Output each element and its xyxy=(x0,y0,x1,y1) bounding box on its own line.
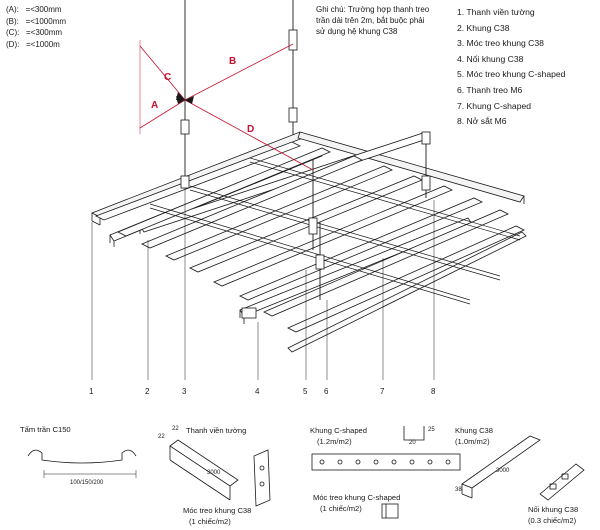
callout-number-2: 2 xyxy=(145,387,150,396)
callout-number-7: 7 xyxy=(380,387,385,396)
wall-angle-detail xyxy=(169,439,239,501)
dimension-spec-a: (A): =<300mm xyxy=(6,5,62,14)
c-shaped-detail xyxy=(311,426,461,471)
dimension-spec-d: (D): =<1000m xyxy=(6,39,60,49)
legend-item: 3. Móc treo khung C38 xyxy=(457,38,544,49)
component-dim-wall-angle-2: 22 xyxy=(172,426,179,432)
parts-legend: 1. Thanh viền tường 2. Khung C38 3. Móc … xyxy=(457,5,565,130)
component-title-c-shaped-hanger: Móc treo khung C-shaped xyxy=(313,493,401,502)
dimension-spec-b: (B): =<1000mm xyxy=(6,16,67,26)
legend-item: 4. Nối khung C38 xyxy=(457,53,524,64)
dimension-spec-list: (A): =<300mm (B): =<1000mm (C): =<300mm … xyxy=(6,4,66,50)
component-dim-c-shaped-1: 20 xyxy=(409,440,416,446)
component-title-c38: Khung C38 xyxy=(455,426,493,435)
legend-item: 6. Thanh treo M6 xyxy=(457,84,523,95)
legend-item: 7. Khung C-shaped xyxy=(457,100,532,111)
callout-number-4: 4 xyxy=(255,387,260,396)
installation-note: Ghi chú: Trường hợp thanh treo trần dài … xyxy=(316,5,430,36)
dimension-letter-b: B xyxy=(229,56,237,67)
c38-detail xyxy=(461,435,541,499)
component-dim-c-shaped-2: 25 xyxy=(428,427,435,433)
ceiling-strips xyxy=(95,141,527,353)
callout-number-1: 1 xyxy=(89,387,94,396)
c-shaped-hanger-detail xyxy=(381,503,399,519)
component-qty-c38: (1.0m/m2) xyxy=(455,437,490,446)
component-title-wall-angle: Thanh viền tường xyxy=(186,426,247,435)
callout-number-3: 3 xyxy=(182,387,187,396)
dimension-arrows xyxy=(176,92,194,104)
component-dim-c38: 38 xyxy=(455,487,462,493)
legend-item: 1. Thanh viền tường xyxy=(457,7,535,17)
dimension-letter-a: A xyxy=(151,100,159,111)
component-qty-c38-hanger: (1 chiếc/m2) xyxy=(189,517,231,526)
c38-joint-detail xyxy=(539,463,585,501)
c-shaped-carriers xyxy=(149,157,521,305)
dimension-letter-d: D xyxy=(247,124,255,135)
component-title-c-shaped: Khung C-shaped xyxy=(310,426,367,435)
legend-item: 8. Nở sắt M6 xyxy=(457,116,507,127)
c150-profile xyxy=(27,449,137,464)
legend-item: 2. Khung C38 xyxy=(457,22,510,33)
component-size-c150: 100/150/200 xyxy=(70,480,104,486)
wall-angle-right xyxy=(297,131,525,203)
component-qty-c-shaped: (1.2m/m2) xyxy=(317,437,352,446)
component-title-c150: Tấm trần C150 xyxy=(20,425,71,434)
callout-number-5: 5 xyxy=(303,387,308,396)
callout-leaders xyxy=(91,188,435,380)
component-dim-wall-angle-1: 22 xyxy=(158,434,165,440)
dimension-letter-c: C xyxy=(164,72,172,83)
c38-hanger-detail xyxy=(253,449,271,507)
component-qty-c-shaped-hanger: (1 chiếc/m2) xyxy=(320,504,362,513)
dimension-spec-c: (C): =<300mm xyxy=(6,28,63,38)
component-length-c38: 3000 xyxy=(496,468,510,474)
hanger-clips xyxy=(180,29,431,270)
callout-number-8: 8 xyxy=(431,387,436,396)
legend-item: 5. Móc treo khung C-shaped xyxy=(457,69,566,80)
component-qty-c38-joint: (0.3 chiếc/m2) xyxy=(528,516,577,525)
component-length-wall-angle: 3000 xyxy=(207,470,221,476)
callout-number-6: 6 xyxy=(324,387,329,396)
component-title-c38-joint: Nối khung C38 xyxy=(528,505,579,514)
component-title-c38-hanger: Móc treo khung C38 xyxy=(183,506,252,515)
dimension-lines xyxy=(139,40,314,171)
